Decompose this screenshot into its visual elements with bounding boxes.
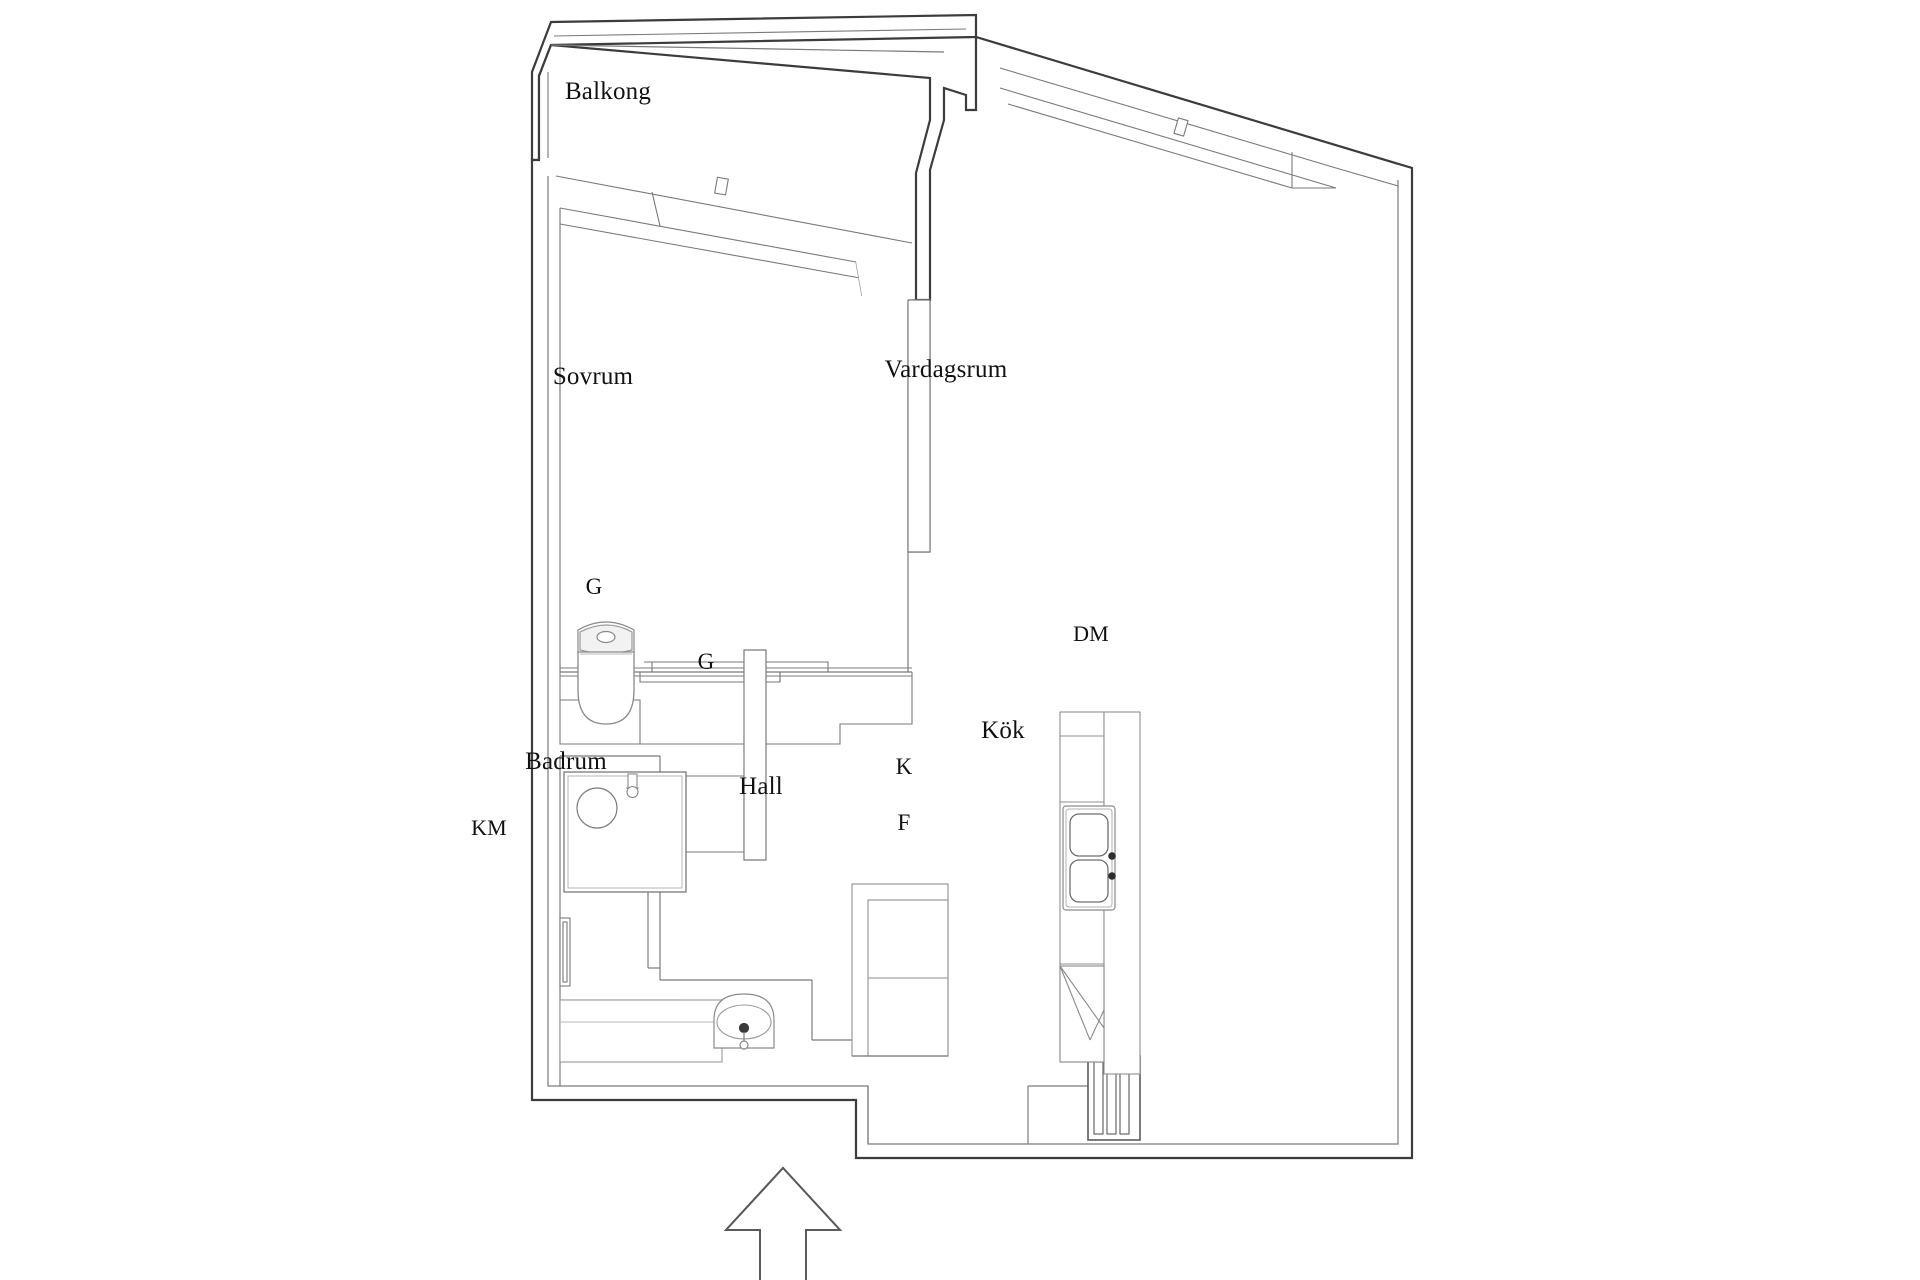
closet-small-label: G <box>697 649 715 674</box>
entrance-arrow-shape <box>723 1166 843 1280</box>
stove-label: K <box>895 754 913 779</box>
bathroom-vent <box>559 917 571 987</box>
shower-drain <box>576 787 618 829</box>
fridge-label: F <box>897 810 911 835</box>
room-label-hall: Hall <box>739 773 783 800</box>
room-label-balkong: Balkong <box>564 78 652 105</box>
toilet <box>577 621 635 725</box>
kitchen-appliance-column <box>851 883 949 1057</box>
room-label-kok: Kök <box>981 717 1025 744</box>
washing-machine-label: KM <box>471 815 507 840</box>
closet-large <box>559 661 913 745</box>
shower-mixer <box>625 773 640 799</box>
shower-tray <box>563 771 687 893</box>
room-label-vardagsrum: Vardagsrum <box>884 356 1008 383</box>
room-label-badrum: Badrum <box>525 748 607 775</box>
outer-walls <box>530 13 1414 1160</box>
vanity-counter <box>559 999 723 1063</box>
bedroom-living-partition <box>907 299 931 553</box>
kitchen-sink <box>1062 805 1116 911</box>
living-room-window-wall <box>999 67 1399 189</box>
dishwasher-label: DM <box>1073 621 1109 646</box>
closet-large-label: G <box>585 574 603 599</box>
balcony-outline <box>547 28 967 158</box>
washbasin <box>713 993 775 1050</box>
room-label-sovrum: Sovrum <box>552 363 634 390</box>
door-openings <box>852 262 948 1057</box>
cooktop <box>1059 965 1105 1063</box>
